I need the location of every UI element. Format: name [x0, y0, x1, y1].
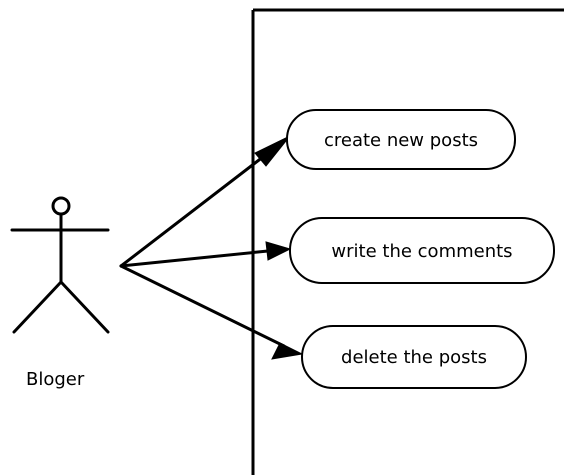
association-2 [119, 241, 292, 268]
association-1 [119, 135, 291, 268]
use-case-label: delete the posts [341, 347, 487, 368]
association-3 [119, 264, 304, 360]
use-case-delete-the-posts: delete the posts [301, 325, 527, 389]
actor-head [51, 196, 71, 216]
actor-right-leg [59, 280, 110, 334]
actor-figure [10, 196, 110, 334]
arrowhead [254, 135, 291, 167]
use-case-label: write the comments [331, 241, 512, 262]
use-case-write-the-comments: write the comments [289, 217, 555, 284]
actor-label: Bloger [26, 369, 85, 390]
arrowhead [265, 241, 292, 261]
actor-left-leg [12, 280, 63, 334]
use-case-create-new-posts: create new posts [286, 109, 516, 170]
system-boundary [251, 8, 564, 475]
arrowhead [271, 342, 304, 360]
use-case-label: create new posts [324, 130, 478, 151]
